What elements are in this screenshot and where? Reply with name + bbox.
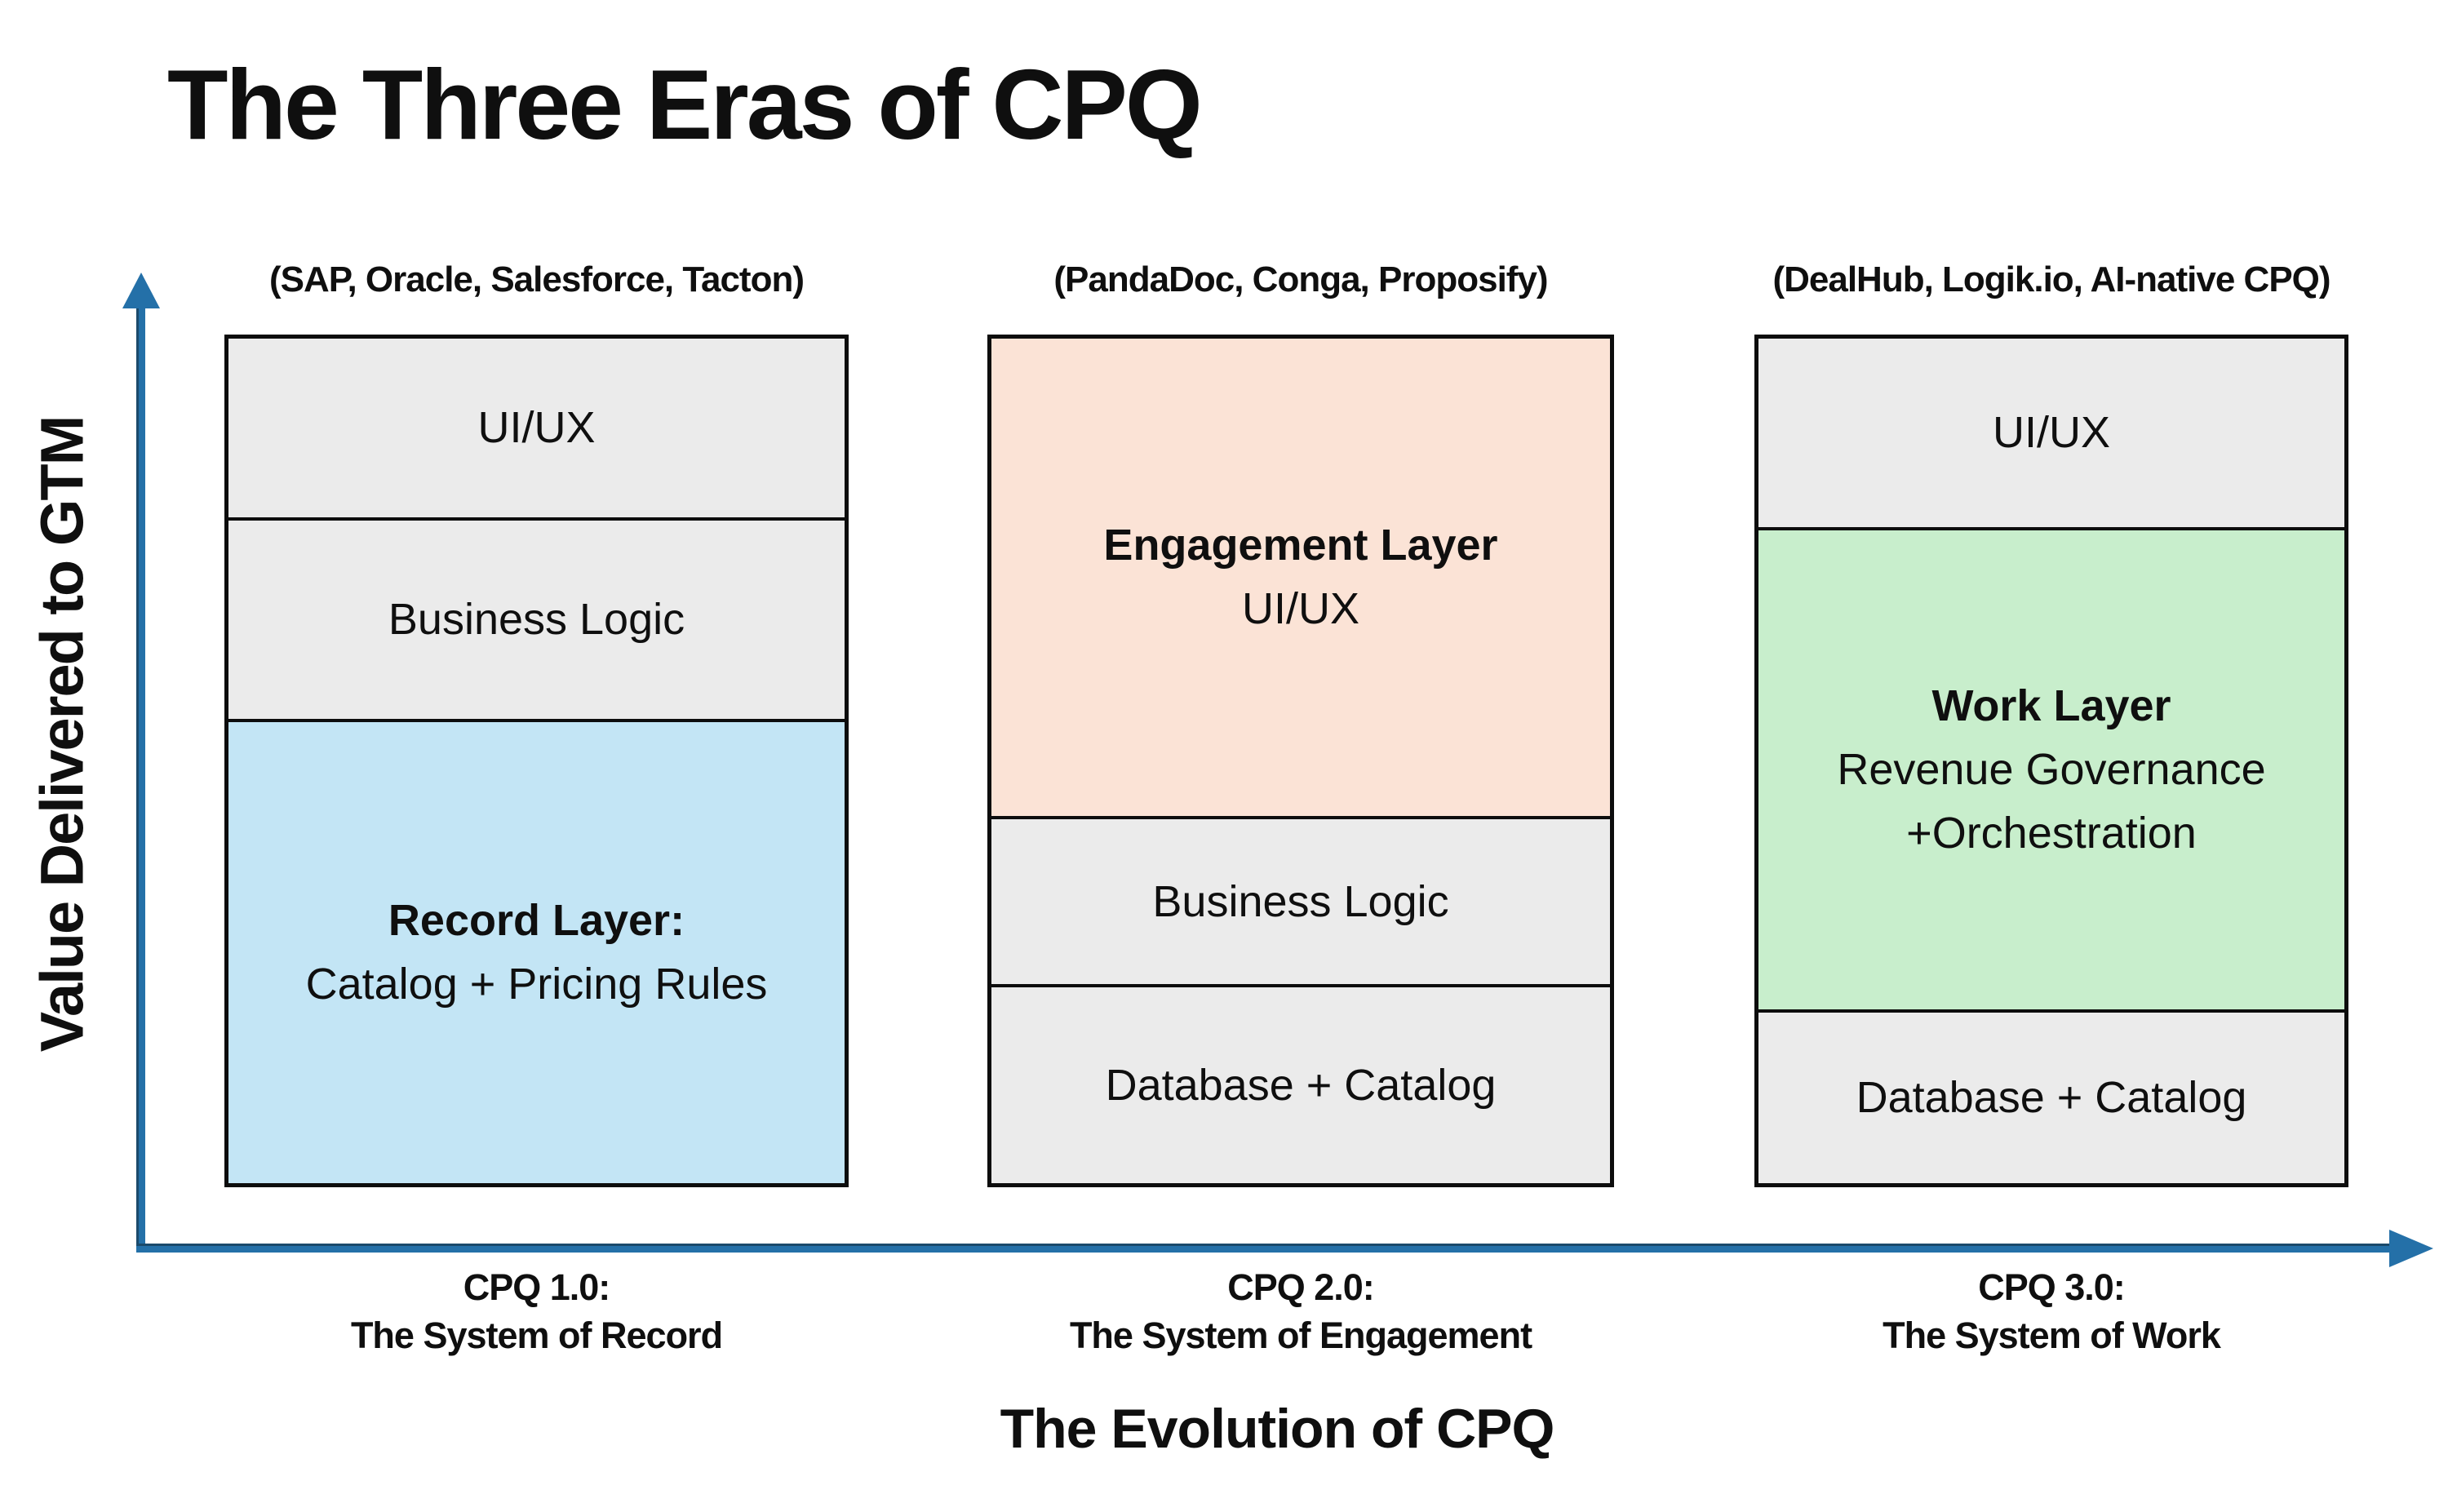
stack-layer: Business Logic: [991, 815, 1610, 985]
layer-text: Revenue Governance: [1837, 745, 2266, 795]
era-name: The System of Record: [350, 1315, 723, 1357]
layer-title: Engagement Layer: [1103, 521, 1498, 570]
layer-text: UI/UX: [1241, 584, 1360, 634]
era-number: CPQ 2.0:: [1227, 1266, 1375, 1308]
stack-layer: Record Layer: Catalog + Pricing Rules: [228, 718, 845, 1183]
page-title: The Three Eras of CPQ: [167, 49, 1203, 160]
y-axis-label: Value Delivered to GTM: [28, 416, 96, 1053]
layer-text: Catalog + Pricing Rules: [305, 960, 768, 1009]
era-number: CPQ 3.0:: [1978, 1266, 2126, 1308]
era-label: CPQ 2.0: The System of Engagement: [987, 1263, 1614, 1360]
layer-text: UI/UX: [477, 403, 596, 453]
vendor-list-label: (DealHub, Logik.io, AI-native CPQ): [1772, 259, 2330, 299]
layer-text: +Orchestration: [1906, 809, 2197, 858]
layer-text: Business Logic: [1152, 876, 1449, 926]
layer-text: Database + Catalog: [1105, 1060, 1497, 1110]
era-number: CPQ 1.0:: [463, 1266, 611, 1308]
stack-layer: Database + Catalog: [1758, 1009, 2344, 1183]
era-name: The System of Engagement: [1069, 1315, 1532, 1357]
layer-title: Work Layer: [1931, 681, 2171, 730]
era-label: CPQ 1.0: The System of Record: [224, 1263, 849, 1360]
layer-text: UI/UX: [1992, 408, 2111, 458]
era-column: (PandaDoc, Conga, Proposify) Engagement L…: [987, 245, 1614, 1403]
era-name: The System of Work: [1883, 1315, 2221, 1357]
stack-layer: Database + Catalog: [991, 984, 1610, 1183]
era-label: CPQ 3.0: The System of Work: [1754, 1263, 2348, 1360]
stack-layer: Business Logic: [228, 517, 845, 719]
x-axis-arrow-icon: [2389, 1230, 2433, 1267]
stack-layer: UI/UX: [1758, 339, 2344, 527]
vendor-list-label: (PandaDoc, Conga, Proposify): [1053, 259, 1548, 299]
y-axis-line: [136, 304, 145, 1253]
layer-title: Record Layer:: [388, 896, 685, 946]
x-axis-line: [136, 1244, 2391, 1253]
era-column: (DealHub, Logik.io, AI-native CPQ) UI/UX W…: [1754, 245, 2348, 1403]
stack-layer: UI/UX: [228, 339, 845, 518]
y-axis-arrow-icon: [122, 273, 160, 308]
vendor-list-label: (SAP, Oracle, Salesforce, Tacton): [269, 259, 805, 299]
layer-text: Database + Catalog: [1856, 1073, 2247, 1123]
layer-text: Business Logic: [388, 595, 685, 645]
x-axis-title: The Evolution of CPQ: [1000, 1398, 1555, 1460]
era-column: (SAP, Oracle, Salesforce, Tacton) UI/UX Bu…: [224, 245, 849, 1403]
